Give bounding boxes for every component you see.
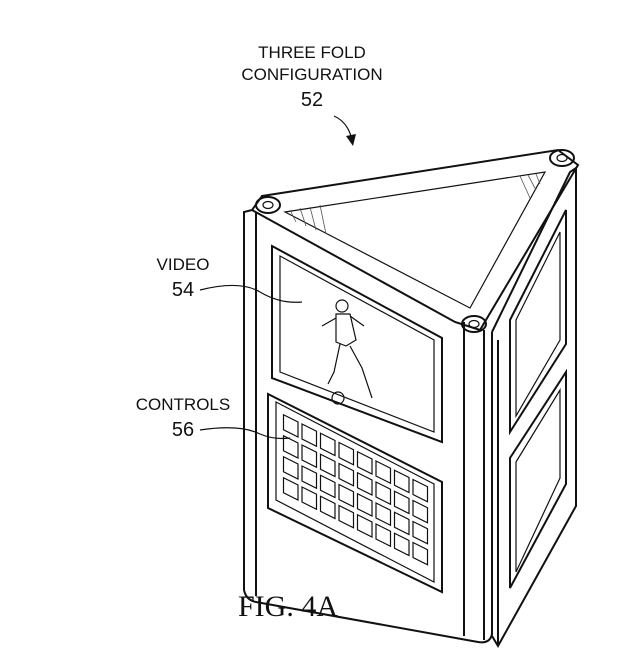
keyboard-key [356, 492, 373, 517]
keyboard-key [319, 495, 336, 520]
keyboard-keys [282, 413, 429, 566]
video-ref-number: 54 [172, 279, 194, 301]
keyboard-key [282, 413, 299, 438]
keyboard-key [412, 499, 429, 524]
keyboard-key [282, 434, 299, 459]
controls-keyboard [267, 392, 443, 594]
keyboard-key [393, 511, 410, 536]
keyboard-key [282, 476, 299, 501]
keyboard-key [301, 423, 318, 448]
keyboard-key [319, 474, 336, 499]
side-panel [491, 166, 577, 648]
front-panel [243, 209, 493, 644]
video-leader-line [199, 284, 303, 303]
figure-caption: FIG. 4A [238, 590, 338, 623]
config-label-line1: THREE FOLD [258, 43, 366, 62]
config-label-line2: CONFIGURATION [241, 65, 382, 84]
keyboard-key [375, 460, 392, 485]
keyboard-key [301, 465, 318, 490]
keyboard-key [375, 523, 392, 548]
keyboard-key [301, 444, 318, 469]
arrowhead-icon [346, 134, 356, 146]
keyboard-key [393, 490, 410, 515]
keyboard-key [319, 432, 336, 457]
keyboard-key [338, 462, 355, 487]
keyboard-key [393, 532, 410, 557]
keyboard-key [319, 453, 336, 478]
soccer-player-figure [321, 299, 373, 405]
keyboard-key [356, 513, 373, 538]
keyboard-key [375, 502, 392, 527]
video-label: VIDEO [157, 255, 210, 274]
video-screen [271, 244, 443, 444]
keyboard-key [393, 469, 410, 494]
keyboard-key [375, 481, 392, 506]
keyboard-key [356, 471, 373, 496]
controls-leader-line [199, 427, 291, 440]
keyboard-key [301, 486, 318, 511]
keyboard-key [338, 441, 355, 466]
top-frame [250, 148, 580, 333]
keyboard-key [356, 450, 373, 475]
keyboard-key [412, 520, 429, 545]
keyboard-key [412, 541, 429, 566]
keyboard-key [338, 483, 355, 508]
keyboard-key [282, 455, 299, 480]
config-ref-number: 52 [301, 89, 323, 111]
keyboard-key [338, 504, 355, 529]
controls-label: CONTROLS [136, 395, 230, 414]
keyboard-key [412, 478, 429, 503]
controls-ref-number: 56 [172, 419, 194, 441]
